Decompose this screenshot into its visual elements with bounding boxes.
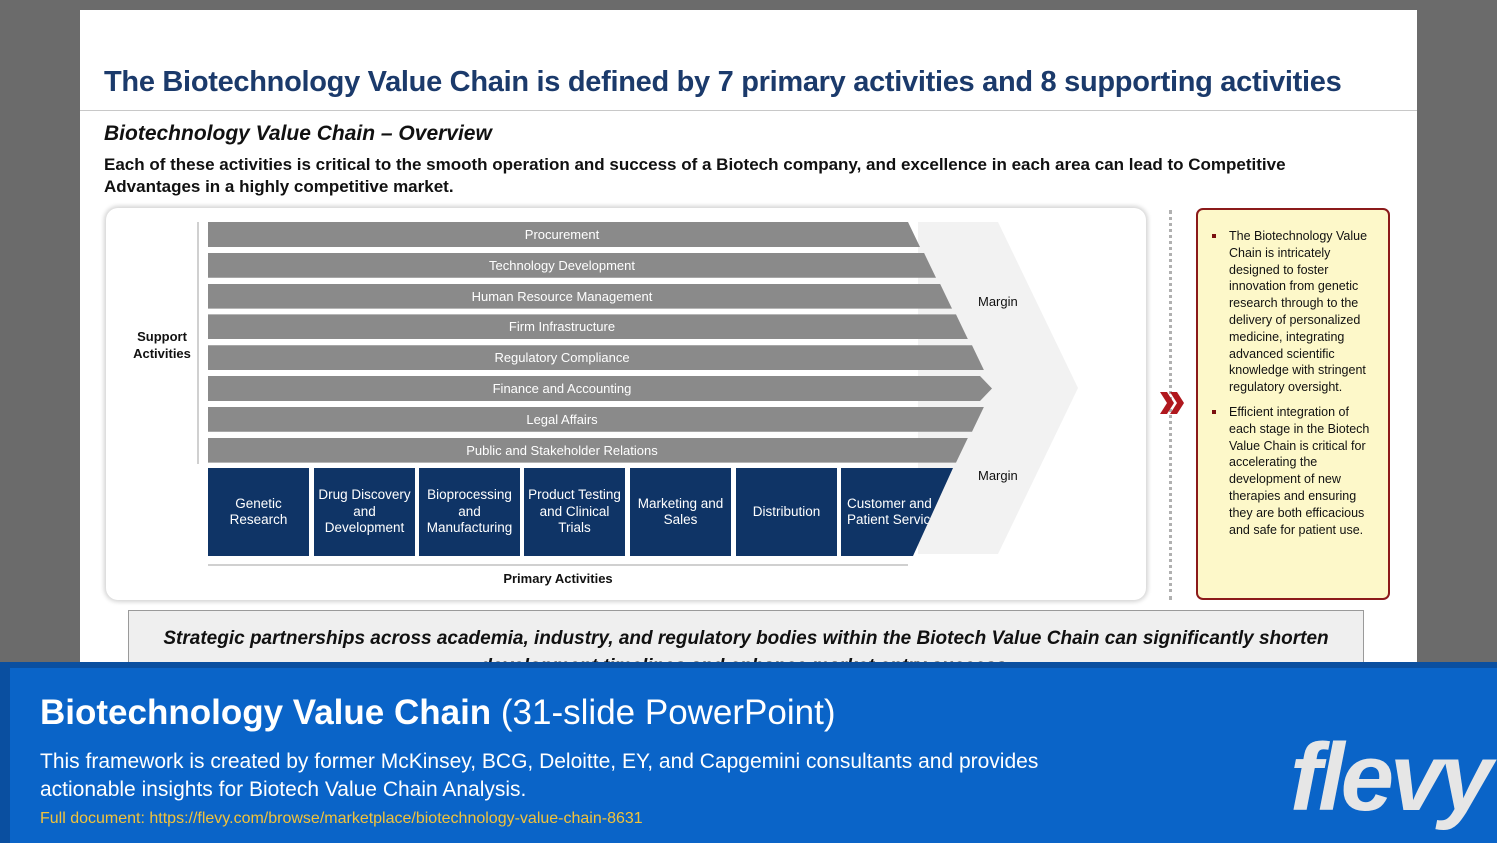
margin-chevron — [918, 222, 1078, 554]
insight-box: The Biotechnology Value Chain is intrica… — [1196, 208, 1390, 600]
banner-description: This framework is created by former McKi… — [40, 750, 1039, 801]
slide-title: The Biotechnology Value Chain is defined… — [104, 66, 1342, 98]
support-activity-label: Technology Development — [489, 257, 635, 273]
support-activity-label: Legal Affairs — [526, 411, 598, 427]
banner-panel: Biotechnology Value Chain (31-slide Powe… — [10, 668, 1497, 843]
support-activity-bar: Public and Stakeholder Relations — [208, 437, 968, 463]
banner-title-light: (31-slide PowerPoint) — [491, 693, 836, 732]
support-activity-bar: Regulatory Compliance — [208, 345, 984, 371]
title-divider — [80, 110, 1417, 111]
primary-activities-label: Primary Activities — [503, 571, 613, 586]
support-activity-label: Regulatory Compliance — [494, 350, 630, 366]
support-activities-label: Support Activities — [133, 329, 191, 361]
support-activity-label: Human Resource Management — [471, 288, 653, 304]
primary-activity-box: Bioprocessing and Manufacturing — [419, 468, 520, 556]
support-activity-bar: Legal Affairs — [208, 406, 984, 432]
support-activity-bar: Technology Development — [208, 252, 936, 278]
support-activity-label: Firm Infrastructure — [508, 319, 616, 335]
primary-activity-box: Genetic Research — [208, 468, 309, 556]
flevy-logo: flevy — [1290, 724, 1493, 831]
margin-label-top: Margin — [978, 294, 1018, 309]
support-activity-label: Procurement — [524, 227, 600, 242]
value-chain-chevron — [918, 222, 1078, 554]
banner-title-strong: Biotechnology Value Chain — [40, 693, 492, 732]
insight-item: The Biotechnology Value Chain is intrica… — [1212, 228, 1376, 396]
support-activity-label: Public and Stakeholder Relations — [466, 442, 658, 458]
primary-activity-box: Marketing and Sales — [630, 468, 731, 556]
support-activity-label: Finance and Accounting — [492, 381, 632, 396]
double-chevron-right-icon — [1160, 392, 1184, 414]
document-link[interactable]: Full document: https://flevy.com/browse/… — [40, 810, 643, 827]
support-activity-bar: Firm Infrastructure — [208, 314, 968, 340]
insight-list: The Biotechnology Value Chain is intrica… — [1212, 228, 1376, 538]
support-activity-bar: Finance and Accounting — [208, 376, 992, 401]
banner-title: Biotechnology Value Chain (31-slide Powe… — [40, 693, 835, 733]
primary-activity-box: Distribution — [736, 468, 837, 556]
insight-item: Efficient integration of each stage in t… — [1212, 404, 1376, 538]
support-axis-line — [197, 222, 199, 464]
primary-axis-line — [208, 564, 908, 566]
promo-banner: Biotechnology Value Chain (31-slide Powe… — [0, 662, 1497, 843]
support-activity-bar: Human Resource Management — [208, 283, 952, 309]
primary-activity-box: Product Testing and Clinical Trials — [524, 468, 625, 556]
slide-subtitle: Biotechnology Value Chain – Overview — [104, 122, 492, 145]
slide: The Biotechnology Value Chain is defined… — [80, 10, 1417, 670]
support-activity-bar: Procurement — [208, 222, 920, 247]
callout-box: Strategic partnerships across academia, … — [128, 610, 1364, 670]
slide-description: Each of these activities is critical to … — [104, 155, 1286, 196]
margin-label-bottom: Margin — [978, 468, 1018, 483]
primary-activity-box: Drug Discovery and Development — [314, 468, 415, 556]
